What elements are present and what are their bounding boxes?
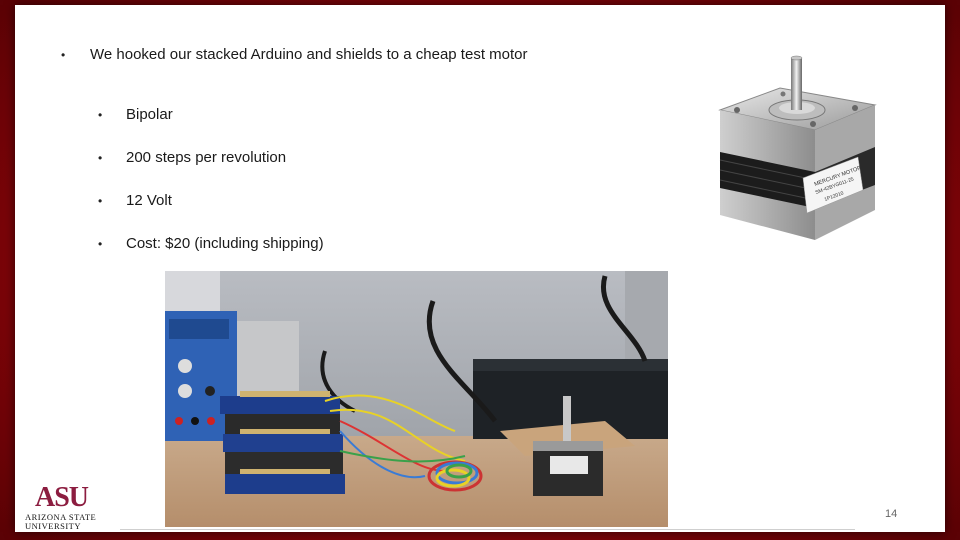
asu-logo: ASU ARIZONA STATE UNIVERSITY [23,482,118,531]
sub-bullet-voltage: 12 Volt [126,192,172,209]
stepper-motor-photo: MERCURY MOTOR SM-42BYG011-25 1P12010 [718,55,877,240]
asu-name-line2: UNIVERSITY [25,521,81,531]
slide: • We hooked our stacked Arduino and shie… [15,5,945,532]
sub-bullet-bipolar: Bipolar [126,106,173,123]
footer-divider [120,529,855,530]
sub-bullet-cost: Cost: $20 (including shipping) [126,235,324,252]
bullet-dot: • [98,108,103,122]
page-number: 14 [885,508,898,520]
asu-mark: ASU [35,482,89,513]
main-bullet-text: We hooked our stacked Arduino and shield… [90,46,528,63]
bench-setup-photo [165,271,668,527]
asu-name-line1: ARIZONA STATE [25,512,97,522]
bullet-dot: • [98,151,103,165]
sub-bullet-steps: 200 steps per revolution [126,149,287,166]
bullet-dot: • [98,237,103,251]
bullet-dot: • [61,48,66,62]
bullet-dot: • [98,194,103,208]
